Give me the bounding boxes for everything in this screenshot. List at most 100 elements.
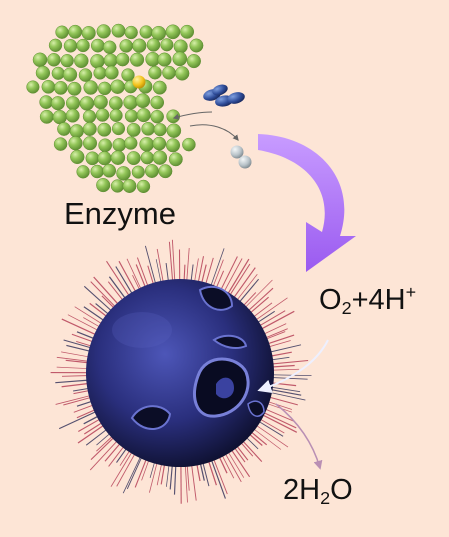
nanozyme-spike — [197, 256, 205, 285]
enzyme-bead — [165, 24, 181, 40]
nanozyme-spike — [264, 402, 293, 413]
enzyme-bead — [82, 109, 97, 124]
enzyme-bead — [102, 40, 117, 55]
enzyme-bead — [175, 66, 190, 81]
nanozyme-spike — [106, 260, 131, 299]
nanozyme-spike — [212, 456, 228, 495]
enzyme-bead — [132, 38, 147, 53]
enzyme-bead — [35, 65, 51, 81]
enzyme-bead — [82, 136, 98, 151]
nanozyme-spike — [122, 454, 142, 494]
enzyme-bead — [95, 108, 110, 122]
nanozyme-spike — [240, 438, 263, 462]
nanozyme-spike — [71, 333, 96, 344]
nanozyme-spike — [207, 458, 217, 486]
enzyme-bead — [78, 68, 93, 82]
nanozyme-spike — [186, 247, 190, 284]
nanozyme-spike — [201, 460, 210, 487]
nanozyme-spike — [63, 396, 94, 406]
enzyme-bead — [67, 81, 82, 96]
enzyme-bead — [160, 38, 174, 52]
nanozyme-spike — [61, 375, 91, 377]
nanozyme-spike — [256, 419, 284, 437]
enzyme-bead — [168, 152, 183, 167]
nanozyme-spike — [126, 258, 143, 292]
nanozyme-spike — [229, 447, 251, 478]
enzyme-bead — [52, 109, 67, 125]
nanozyme-spike — [204, 257, 214, 287]
enzyme-bead — [26, 80, 40, 94]
nanozyme-spike — [108, 444, 126, 467]
enzyme-bead — [136, 108, 151, 123]
enzyme-bead — [63, 39, 78, 53]
nanozyme-spike — [171, 239, 176, 284]
enzyme-bead — [162, 65, 176, 80]
enzyme-label: Enzyme — [64, 196, 176, 231]
enzyme-bead — [111, 23, 126, 38]
enzyme-bead — [110, 79, 125, 94]
nanozyme-spike — [269, 368, 300, 371]
nanozyme-spike — [118, 260, 138, 295]
enzyme-bead — [48, 38, 63, 52]
nanozyme-spike — [65, 359, 91, 364]
enzyme-bead — [153, 123, 167, 137]
nanozyme-spike — [243, 279, 273, 310]
enzyme-bead — [152, 80, 167, 95]
nanozyme-spike — [61, 318, 99, 337]
nanozyme-spike — [135, 264, 147, 290]
nanozyme-spike — [93, 276, 121, 307]
nanozyme-spike — [156, 461, 163, 486]
enzyme-bead — [186, 54, 201, 69]
nanozyme-spike — [237, 278, 260, 305]
enzyme-active-site — [132, 75, 146, 89]
enzyme-bead — [39, 109, 54, 124]
nanozyme-spike — [184, 462, 188, 503]
enzyme-bead — [41, 79, 56, 94]
enzyme-bead — [110, 150, 126, 165]
enzyme-bead — [76, 165, 90, 179]
nanozyme-spike — [235, 273, 258, 303]
nanozyme-spike — [265, 334, 295, 346]
enzyme-bead — [97, 122, 112, 137]
enzyme-bead — [126, 151, 141, 166]
nanozyme-spike — [90, 435, 116, 460]
nanozyme-spike — [193, 258, 199, 285]
nanozyme-spike — [168, 241, 174, 284]
nanozyme-spike — [126, 454, 144, 490]
nanozyme-spike — [257, 417, 285, 434]
enzyme-bead — [139, 25, 153, 39]
nanozyme-spike — [269, 364, 295, 368]
nanozyme-spike — [110, 449, 134, 487]
enzyme-bead — [93, 94, 108, 110]
enzyme-bead — [123, 95, 138, 110]
enzyme-bead — [121, 68, 135, 82]
nanozyme-spike — [115, 266, 134, 297]
nanozyme-spike — [269, 359, 309, 365]
nanozyme-spike — [253, 297, 288, 322]
enzyme-bead — [53, 81, 68, 95]
nanozyme-spike — [259, 413, 298, 433]
enzyme-bead — [111, 122, 126, 136]
nanozyme-spike — [89, 438, 120, 471]
enzyme-bead — [119, 39, 133, 53]
enzyme-bead — [50, 96, 65, 111]
enzyme-bead — [166, 109, 181, 124]
nanozyme-spike — [266, 395, 298, 406]
nanozyme-spike — [90, 281, 118, 309]
nanozyme-spike — [144, 245, 157, 287]
enzyme-bead — [69, 124, 84, 139]
nanozyme-spike — [74, 306, 105, 326]
nanozyme-spike — [251, 302, 273, 319]
nanozyme-spike — [231, 267, 256, 301]
nanozyme-spike — [166, 462, 170, 487]
enzyme-bead — [131, 165, 145, 179]
enzyme-bead — [150, 95, 165, 110]
enzyme-bead — [60, 54, 74, 68]
enzyme-bead — [148, 65, 162, 80]
enzyme-bead — [189, 38, 204, 53]
nanozyme-spike — [265, 400, 293, 410]
enzyme-bead — [141, 121, 156, 136]
nanozyme-spike — [211, 259, 224, 290]
